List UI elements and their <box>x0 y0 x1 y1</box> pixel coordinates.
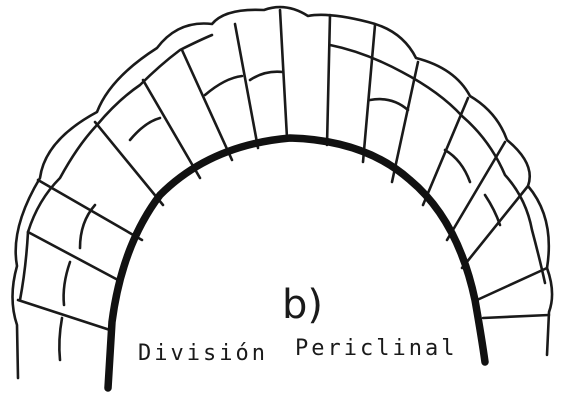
division-wall <box>443 148 472 184</box>
periclinal-division-walls <box>58 70 502 362</box>
panel-label: b) <box>282 282 323 328</box>
radial-wall <box>233 22 260 150</box>
division-wall <box>62 260 72 307</box>
radial-wall <box>361 23 377 164</box>
radial-wall <box>475 266 549 302</box>
outer-cell-boundary <box>11 5 554 380</box>
division-wall <box>78 203 97 250</box>
division-wall <box>368 97 410 112</box>
radial-wall <box>16 298 112 332</box>
radial-wall <box>93 120 165 207</box>
radial-wall <box>445 140 507 242</box>
division-wall <box>483 193 502 227</box>
caption-word-division: División <box>138 341 268 366</box>
inner-thick-wall <box>104 134 489 392</box>
radial-wall <box>460 184 530 270</box>
caption-word-periclinal: Periclinal <box>295 336 457 361</box>
radial-wall <box>278 8 289 140</box>
radial-wall <box>180 48 234 162</box>
radial-wall <box>26 230 120 282</box>
division-wall <box>128 116 162 142</box>
middle-layer-boundary <box>18 33 214 302</box>
division-wall <box>58 316 64 362</box>
division-wall <box>248 70 285 82</box>
division-wall <box>203 74 244 97</box>
radial-wall <box>325 13 332 147</box>
radial-wall <box>481 313 551 320</box>
radial-wall <box>141 78 202 180</box>
cell-arch <box>11 5 554 392</box>
middle-layer-boundary-right <box>328 43 547 285</box>
radial-wall <box>390 60 420 184</box>
